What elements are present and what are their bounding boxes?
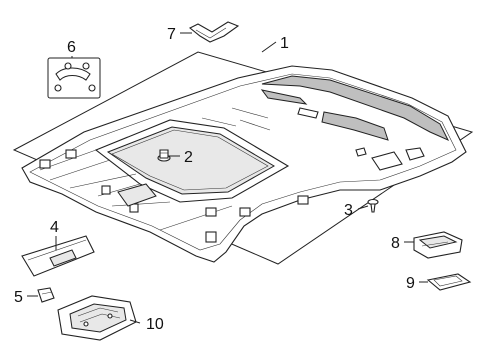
- callout-10: 10: [146, 316, 164, 333]
- part-5-visor-clip: [37, 287, 55, 303]
- leader-lines: [27, 32, 428, 324]
- part-10-console: [57, 295, 137, 341]
- callout-6: 6: [67, 39, 76, 56]
- callout-8: 8: [391, 235, 400, 252]
- callout-9: 9: [406, 275, 415, 292]
- part-8-dome-lamp: [413, 231, 463, 259]
- callout-2: 2: [184, 149, 193, 166]
- callout-labels: 1 2 3 4 5 6 7 8 9 10: [14, 26, 415, 333]
- part-7-bracket: [188, 21, 240, 43]
- part-4-sunvisor: [21, 235, 95, 277]
- part-6-clip-kit: [47, 57, 101, 99]
- callout-4: 4: [50, 219, 59, 236]
- callout-7: 7: [167, 26, 176, 43]
- part-3-fastener: [367, 198, 379, 213]
- part-9-lens: [426, 273, 472, 291]
- part-2-clip: [157, 149, 171, 162]
- callout-5: 5: [14, 289, 23, 306]
- callout-1: 1: [280, 35, 289, 52]
- headliner-panel: [21, 65, 467, 263]
- callout-3: 3: [344, 202, 353, 219]
